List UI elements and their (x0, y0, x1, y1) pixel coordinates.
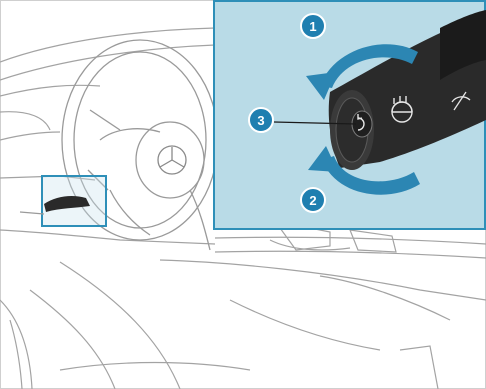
callout-3-label: 3 (257, 113, 264, 128)
callout-1-label: 1 (309, 19, 316, 34)
callout-1: 1 (301, 14, 325, 38)
callout-2: 2 (301, 188, 325, 212)
callout-2-label: 2 (309, 193, 316, 208)
callout-3: 3 (249, 108, 273, 132)
